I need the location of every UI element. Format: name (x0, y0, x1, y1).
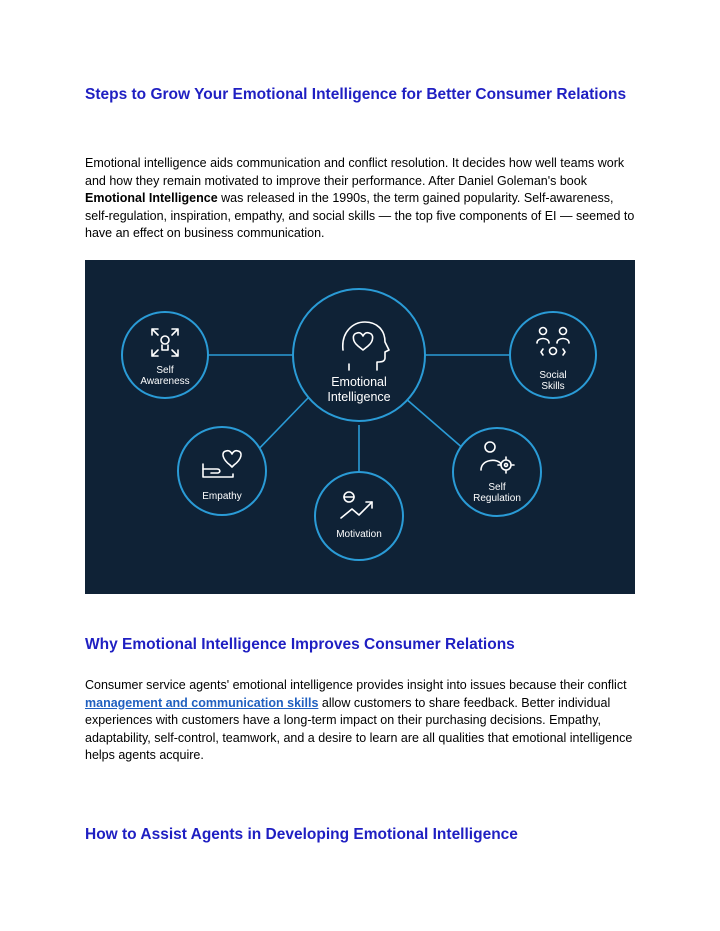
head-heart-icon (342, 321, 390, 371)
self-awareness-label-line2: Awareness (140, 376, 189, 387)
empathy-circle (177, 426, 267, 516)
self-awareness-icon (151, 328, 179, 357)
node-motivation: Motivation (314, 471, 404, 561)
self-regulation-label-line1: Self (488, 482, 505, 493)
intro-text-part1: Emotional intelligence aids communicatio… (85, 156, 625, 188)
why-text-part2: allow customers to share feedback. Bette… (85, 695, 633, 763)
person-gear-icon (480, 441, 515, 474)
trend-up-icon (340, 491, 373, 519)
motivation-label: Motivation (336, 529, 382, 540)
why-paragraph: Consumer service agents' emotional intel… (85, 677, 637, 765)
social-skills-label-line1: Social (539, 370, 566, 381)
management-skills-link[interactable]: management and communication skills (85, 695, 319, 710)
node-self-regulation: Self Regulation (452, 427, 542, 517)
hand-heart-icon (202, 449, 242, 478)
why-text-part1: Consumer service agents' emotional intel… (85, 678, 627, 692)
connector-self-regulation (404, 397, 466, 451)
self-awareness-label-line1: Self (156, 365, 173, 376)
center-label-line1: Emotional (331, 375, 387, 389)
social-skills-label-line2: Skills (541, 381, 564, 392)
node-self-awareness: Self Awareness (121, 311, 209, 399)
center-label-line2: Intelligence (327, 390, 390, 404)
book-title-bold: Emotional Intelligence (85, 191, 218, 206)
connector-empathy (252, 397, 309, 456)
intro-text-part2: was released in the 1990s, the term gain… (85, 191, 635, 241)
empathy-label: Empathy (202, 491, 241, 502)
emotional-intelligence-diagram: Emotional Intelligence Self Awareness (85, 260, 635, 594)
self-regulation-label-line2: Regulation (473, 493, 521, 504)
people-icon (536, 326, 570, 356)
center-circle (292, 288, 426, 422)
section-heading-how: How to Assist Agents in Developing Emoti… (85, 826, 518, 843)
self-regulation-circle (452, 427, 542, 517)
intro-paragraph: Emotional intelligence aids communicatio… (85, 155, 637, 243)
diagram-svg: Emotional Intelligence Self Awareness (121, 288, 597, 561)
section-heading-steps: Steps to Grow Your Emotional Intelligenc… (85, 86, 627, 103)
node-empathy: Empathy (177, 426, 267, 516)
node-social-skills: Social Skills (509, 311, 597, 399)
node-emotional-intelligence: Emotional Intelligence (292, 288, 426, 422)
motivation-circle (314, 471, 404, 561)
section-heading-why: Why Emotional Intelligence Improves Cons… (85, 636, 515, 653)
self-awareness-circle (121, 311, 209, 399)
